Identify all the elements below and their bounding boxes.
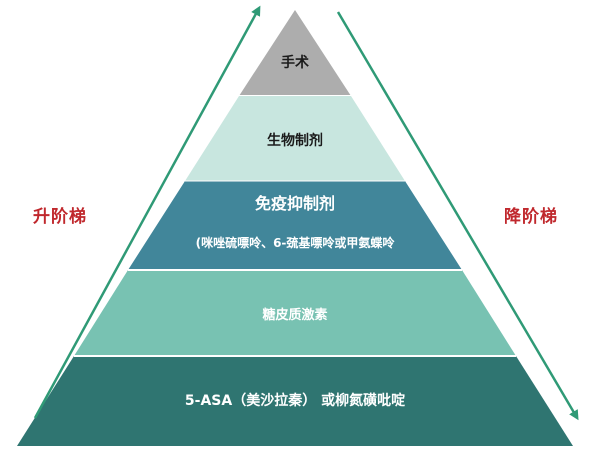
step-down-label: 降阶梯 (504, 207, 558, 227)
level-immunosuppressants-label: 免疫抑制剂 (254, 194, 335, 213)
level-glucocorticoids (74, 270, 516, 356)
level-biologics-label: 生物制剂 (267, 133, 323, 149)
level-surgery (239, 10, 351, 96)
step-down-arrow (336, 11, 579, 421)
level-immunosuppressants (128, 181, 462, 270)
level-biologics (185, 96, 405, 181)
step-up-arrow (33, 5, 261, 419)
level-immunosuppressants-drugs: (咪唑硫嘌呤、6-巯基嘌呤或甲氨蝶呤 (195, 236, 395, 250)
level-glucocorticoids-label: 糖皮质激素 (262, 308, 328, 323)
level-5asa-label: 5-ASA（美沙拉秦） 或柳氮磺吡啶 (184, 393, 406, 409)
level-surgery-label: 手术 (281, 55, 309, 71)
level-5asa (17, 356, 573, 446)
step-up-label: 升阶梯 (33, 207, 87, 227)
